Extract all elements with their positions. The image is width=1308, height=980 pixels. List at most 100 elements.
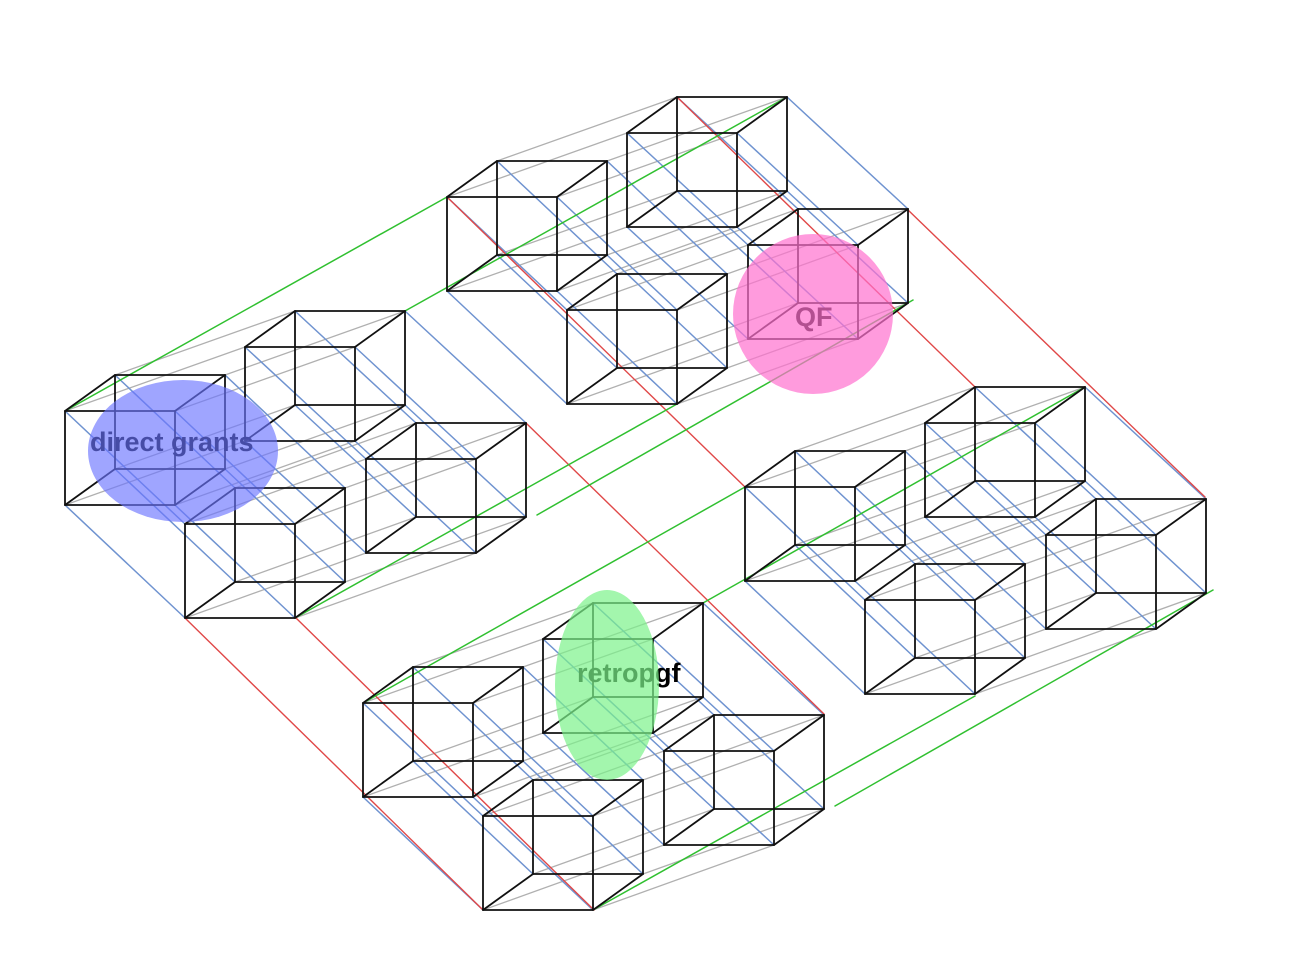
cube-edge	[592, 779, 644, 817]
blue-link-line	[626, 132, 749, 246]
blue-link-line	[606, 160, 728, 275]
blue-link-line	[652, 638, 775, 752]
cube-edge	[736, 96, 788, 134]
blue-link-line	[744, 580, 866, 695]
gray-link-line	[496, 190, 678, 256]
ellipse-direct-grants	[88, 380, 278, 522]
cube-edge	[747, 208, 799, 246]
cube-edge	[294, 487, 346, 525]
cube-edge	[744, 450, 796, 488]
gray-link-line	[904, 480, 1086, 546]
cube-edge	[472, 760, 524, 798]
cube-edge	[663, 714, 715, 752]
cube-edge	[924, 480, 976, 518]
cube-edge	[626, 190, 678, 228]
gray-link-line	[224, 310, 406, 376]
gray-link-line	[606, 190, 788, 256]
gray-link-line	[854, 422, 1036, 488]
cube-edge	[64, 374, 116, 412]
gray-link-line	[294, 552, 477, 619]
cube-edge	[482, 779, 534, 817]
blue-link-line	[606, 254, 728, 369]
gray-link-line	[914, 592, 1097, 659]
green-link-line	[834, 589, 1214, 807]
gray-link-line	[1024, 498, 1207, 565]
blue-link-line	[974, 480, 1097, 594]
gray-link-line	[496, 96, 678, 162]
blue-link-line	[794, 544, 916, 659]
blue-link-line	[744, 486, 866, 601]
cube-g1-B	[244, 310, 406, 442]
cube-g2-A	[446, 160, 608, 292]
gray-link-line	[854, 516, 1036, 582]
cube-edge	[854, 544, 906, 582]
cube-edge	[362, 666, 414, 704]
cube-edge	[773, 714, 825, 752]
cube-g3-C	[864, 563, 1026, 695]
gray-link-line	[362, 732, 544, 798]
gray-link-line	[606, 96, 788, 162]
blue-link-line	[924, 516, 1047, 630]
blue-link-line	[1034, 422, 1157, 536]
gray-link-line	[344, 516, 527, 583]
cube-edge	[663, 808, 715, 846]
gray-link-line	[566, 244, 749, 311]
cube-g3-D	[1045, 498, 1207, 630]
cube-edge	[854, 450, 906, 488]
cube-g1-D	[365, 422, 527, 554]
gray-link-line	[412, 602, 594, 668]
cube-edge	[857, 208, 909, 246]
cube-edge	[676, 273, 728, 311]
cube-edge	[362, 760, 414, 798]
cube-edge	[974, 563, 1026, 601]
highlight-ellipses	[88, 234, 893, 780]
blue-link-line	[702, 696, 825, 810]
cube-edge	[475, 516, 527, 554]
cube-edge	[652, 696, 704, 734]
gray-link-line	[864, 628, 1047, 695]
gray-link-line	[864, 534, 1047, 601]
gray-link-line	[616, 208, 799, 275]
blue-link-line	[354, 346, 477, 460]
gray-link-line	[482, 844, 665, 911]
gray-link-line	[904, 386, 1086, 452]
gray-link-line	[344, 422, 527, 489]
cube-edge	[294, 581, 346, 619]
cube-edge	[974, 657, 1026, 695]
cube-edge	[184, 581, 236, 619]
gray-link-line	[592, 844, 775, 911]
gray-link-line	[446, 226, 628, 292]
cube-edge	[354, 310, 406, 348]
cube-edge	[924, 386, 976, 424]
gray-link-line	[914, 498, 1097, 565]
cube-edge	[744, 544, 796, 582]
gray-link-line	[184, 552, 367, 619]
red-link-line	[906, 208, 1206, 498]
gray-link-line	[446, 132, 628, 198]
gray-link-line	[362, 638, 544, 704]
blue-link-line	[904, 544, 1026, 659]
cube-g2-B	[626, 96, 788, 228]
cube-edge	[773, 808, 825, 846]
cube-edge	[1034, 480, 1086, 518]
cube-edge	[736, 190, 788, 228]
blue-link-line	[412, 760, 534, 875]
blue-link-line	[1084, 480, 1207, 594]
gray-link-line	[64, 346, 246, 412]
cube-g3-A	[744, 450, 906, 582]
blue-link-line	[64, 504, 186, 619]
cube-edge	[475, 422, 527, 460]
cube-edge	[1045, 592, 1097, 630]
gray-link-line	[556, 132, 738, 198]
gray-link-line	[642, 808, 825, 875]
red-link-line	[184, 617, 484, 911]
blue-link-line	[404, 404, 527, 518]
blue-link-line	[294, 404, 417, 518]
gray-link-line	[744, 516, 926, 582]
gray-link-line	[744, 422, 926, 488]
blue-link-line	[496, 254, 618, 369]
cube-edge	[446, 160, 498, 198]
green-link-line	[592, 695, 976, 911]
cube-g4-D	[663, 714, 825, 846]
